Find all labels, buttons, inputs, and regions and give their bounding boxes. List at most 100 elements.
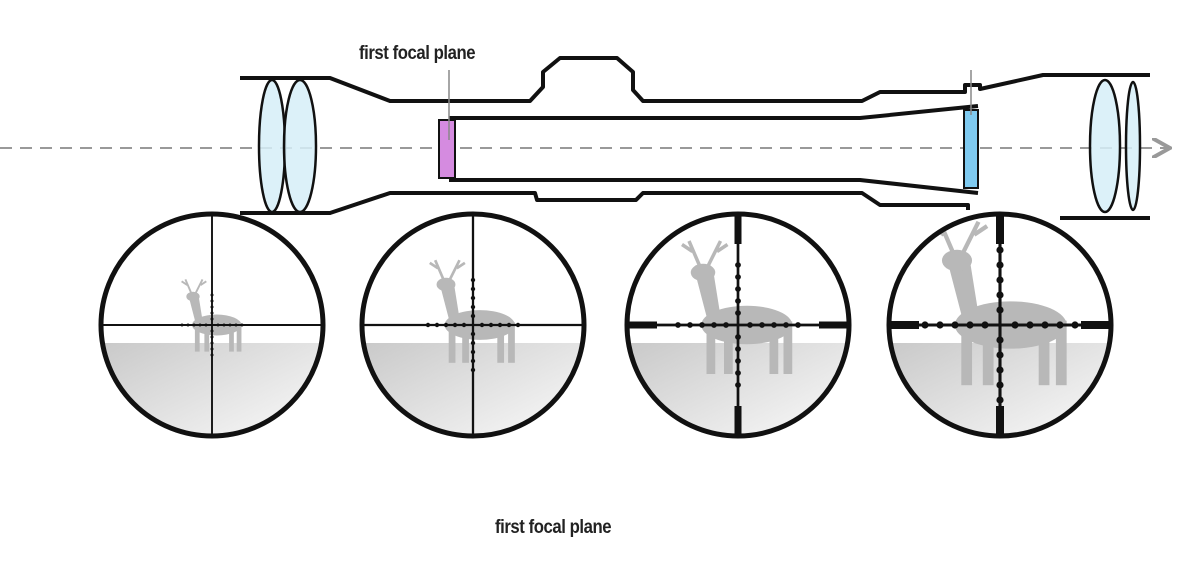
mil-dot [759,322,765,328]
mil-dot [675,322,681,328]
objective-lenses [257,78,318,214]
mil-dot [735,274,741,280]
mil-dot [996,246,1004,254]
mil-dot [1056,321,1064,329]
top-focal-plane-label: first focal plane [359,43,476,64]
mil-dot [470,286,476,292]
mil-dot [996,276,1004,284]
eyepiece-lenses [1088,78,1142,214]
mil-dot [234,323,238,327]
reticle-ring [359,211,587,439]
mil-dot [996,396,1004,404]
mil-dot [735,298,741,304]
mil-dot [1071,321,1079,329]
mil-dot [996,291,1004,299]
reticle-view-1 [98,211,326,439]
post [1081,321,1111,329]
mil-dot [966,321,974,329]
mil-dot [210,329,214,333]
reticle-ring [624,211,852,439]
mil-dot [470,277,476,283]
mil-dot [723,322,729,328]
mil-dot [470,340,476,346]
mil-dot [210,341,214,345]
mil-dot [228,323,232,327]
mil-dot [996,381,1004,389]
mil-dot [735,382,741,388]
mil-dot [479,322,485,328]
mil-dot [470,295,476,301]
mil-dot [735,262,741,268]
mil-dot [711,322,717,328]
mil-dot [210,317,214,321]
mil-dot [735,370,741,376]
mil-dot [180,323,184,327]
mil-dot [497,322,503,328]
mil-dot [210,353,214,357]
mil-dot [783,322,789,328]
post [889,321,919,329]
mil-dot [735,286,741,292]
mil-dot [981,321,989,329]
deer-icon [681,240,793,374]
mil-dot [461,322,467,328]
mil-dot [951,321,959,329]
post [734,214,742,244]
mil-dot [210,299,214,303]
mil-dot [222,323,226,327]
mil-dot [470,313,476,319]
mil-dot [210,347,214,351]
mil-dot [186,323,190,327]
mil-dot [488,322,494,328]
mil-dot [470,304,476,310]
mil-dot [210,293,214,297]
mil-dot [1026,321,1034,329]
reticle-ring [886,211,1114,439]
mil-dot [687,322,693,328]
mil-dot [921,321,929,329]
mil-dot [210,335,214,339]
mil-dot [771,322,777,328]
mil-dot [210,311,214,315]
scope-body-outline [240,56,1150,220]
mil-dot [735,346,741,352]
mil-dot [443,322,449,328]
second-focal-plane-reticle [963,109,979,189]
mil-dot [996,306,1004,314]
mil-dot [198,323,202,327]
lens-icon [257,78,287,214]
mil-dot [996,351,1004,359]
mil-dot [470,367,476,373]
mil-dot [434,322,440,328]
mil-dot [735,358,741,364]
mil-dot [996,336,1004,344]
mil-dot [425,322,431,328]
mil-dot [210,305,214,309]
mil-dot [192,323,196,327]
mil-dot [216,323,220,327]
post [819,321,849,329]
deer-icon [429,259,515,363]
reticle-view-3 [624,211,852,439]
reticle-ring [98,211,326,439]
scope-top-outline [240,56,1150,103]
mil-dot [470,349,476,355]
post [996,406,1004,436]
mil-dot [735,334,741,340]
post [734,406,742,436]
post [627,321,657,329]
mil-dot [699,322,705,328]
mil-dot [795,322,801,328]
mil-dot [515,322,521,328]
mil-dot [1041,321,1049,329]
mil-dot [1011,321,1019,329]
mil-dot [936,321,944,329]
post [996,214,1004,244]
mil-dot [470,358,476,364]
mil-dot [996,366,1004,374]
erector-tube [449,104,979,195]
mil-dot [204,323,208,327]
reticle-views [98,211,1114,439]
reticle-view-4 [886,211,1114,439]
